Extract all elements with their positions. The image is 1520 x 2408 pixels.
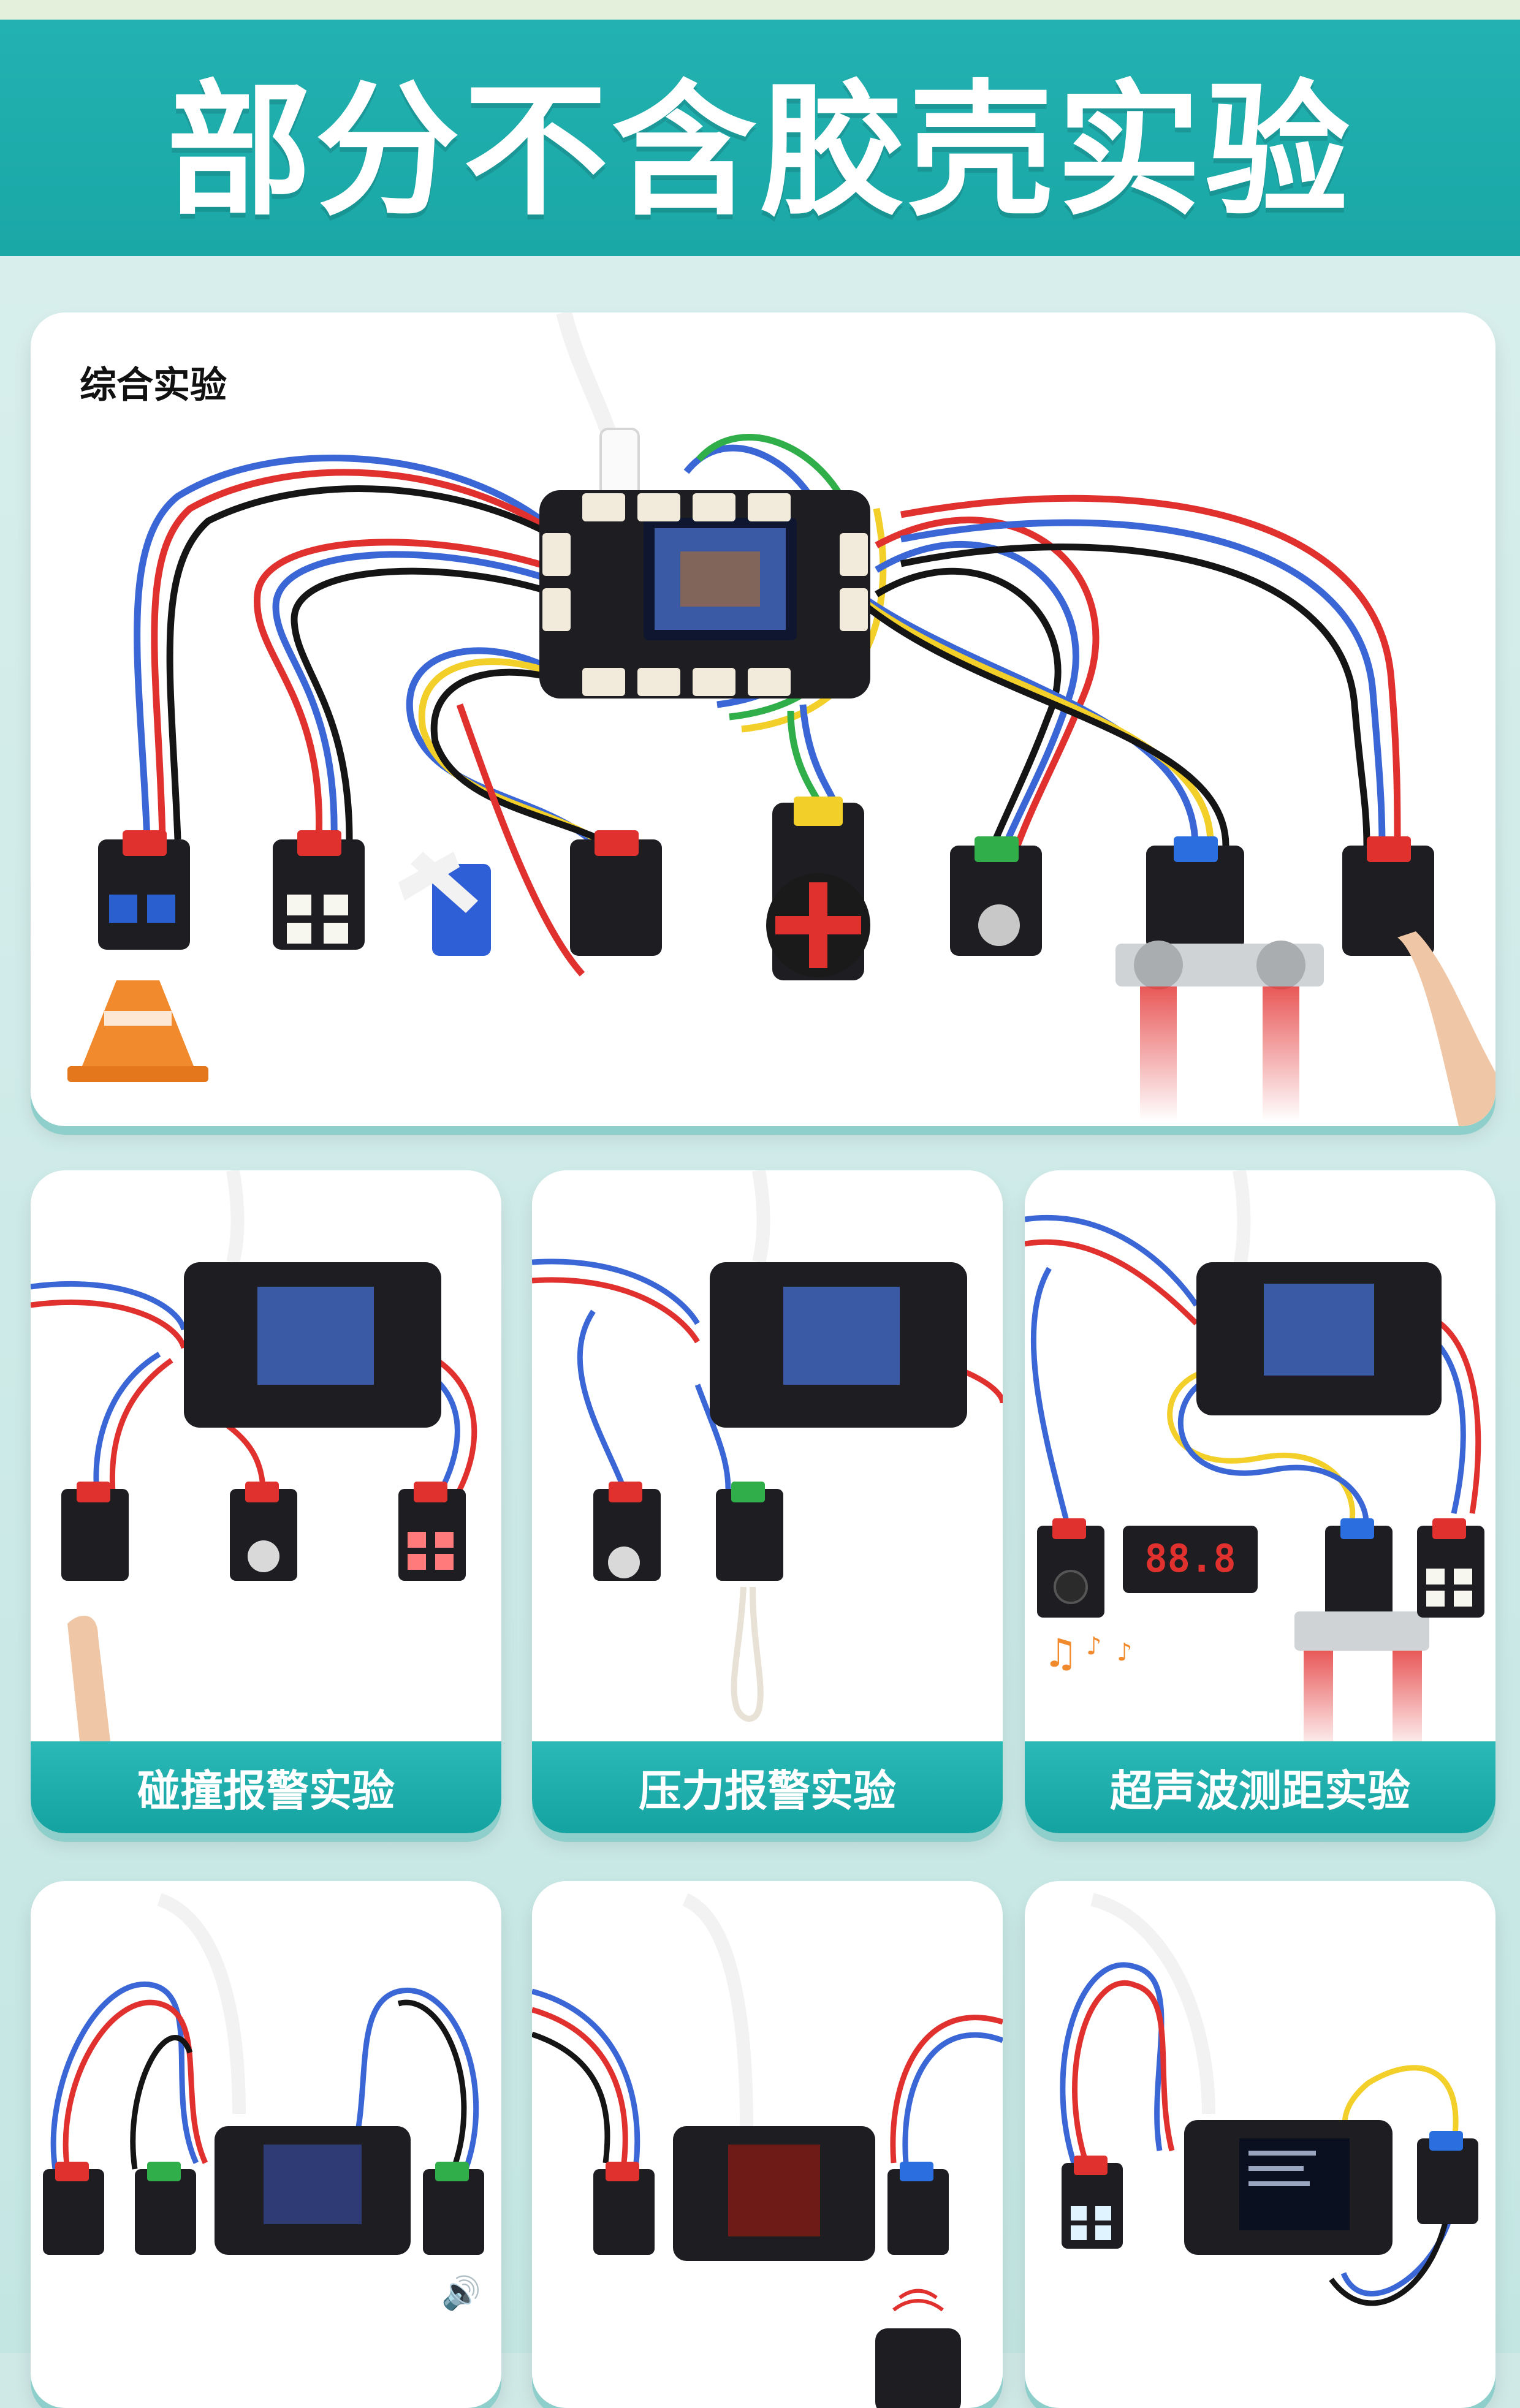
main-experiment-card: 综合实验 [31, 312, 1495, 1126]
main-card-label: 综合实验 [80, 364, 227, 407]
controller-board [539, 490, 870, 699]
experiment-card-ultrasonic: 88.8 ♫ ♪ ♪ 超声波测距实验 [1025, 1170, 1495, 1833]
svg-text:♫: ♫ [1043, 1631, 1078, 1676]
usb-plug [599, 428, 640, 498]
music-note-icon: ♫ ♪ ♪ [1043, 1631, 1133, 1676]
digital-tube-module [1123, 1526, 1258, 1593]
experiment-card-collision: 碰撞报警实验 [31, 1170, 501, 1833]
module-potentiometer [950, 836, 1042, 956]
experiment-label-pressure: 压力报警实验 [532, 1741, 1003, 1833]
speaker-icon: 🔊 [441, 2274, 481, 2312]
led-module [593, 2169, 655, 2255]
ultrasonic-module [1115, 836, 1324, 1121]
infrared-illustration [532, 1893, 1003, 2408]
sound-sensor-module [135, 2169, 196, 2255]
digit-display: 88.8 [1144, 1536, 1236, 1581]
speaker-module [423, 2169, 484, 2255]
remote-control [875, 2328, 961, 2408]
ultrasonic-illustration: 88.8 ♫ ♪ ♪ [1025, 1170, 1484, 1755]
ultrasonic-module [1325, 1526, 1393, 1618]
display-illustration [1060, 1893, 1478, 2306]
pressure-module [716, 1489, 783, 1581]
module-led-matrix [273, 830, 365, 950]
traffic-cone-icon [67, 980, 208, 1082]
wires [134, 434, 1401, 977]
main-experiment-illustration [67, 312, 1495, 1126]
module-touch [1342, 836, 1495, 1126]
experiment-card-display [1025, 1881, 1495, 2408]
header-banner: 部分不含胶壳实验 [0, 20, 1520, 256]
svg-text:♪: ♪ [1117, 1638, 1133, 1667]
sound-illustration: 🔊 [43, 1893, 484, 2312]
page-title: 部分不含胶壳实验 [166, 67, 1353, 235]
collision-illustration [31, 1170, 477, 1741]
module-button [570, 830, 662, 956]
module-collision [98, 830, 190, 950]
experiment-card-sound: 🔊 [31, 1881, 501, 2408]
collision-module [61, 1489, 129, 1581]
buzzer-module [230, 1489, 297, 1581]
joystick-module [766, 797, 870, 980]
servo-motor [398, 852, 491, 956]
ir-receiver-module [887, 2169, 949, 2255]
experiment-card-pressure: 压力报警实验 [532, 1170, 1003, 1833]
led-module [43, 2169, 104, 2255]
pressure-illustration [532, 1170, 1003, 1722]
sensor-module [1417, 2138, 1478, 2224]
top-strip [0, 0, 1520, 20]
experiment-label-ultrasonic: 超声波测距实验 [1025, 1741, 1495, 1833]
svg-text:♪: ♪ [1086, 1632, 1102, 1660]
experiment-card-infrared [532, 1881, 1003, 2408]
experiment-label-collision: 碰撞报警实验 [31, 1741, 501, 1833]
